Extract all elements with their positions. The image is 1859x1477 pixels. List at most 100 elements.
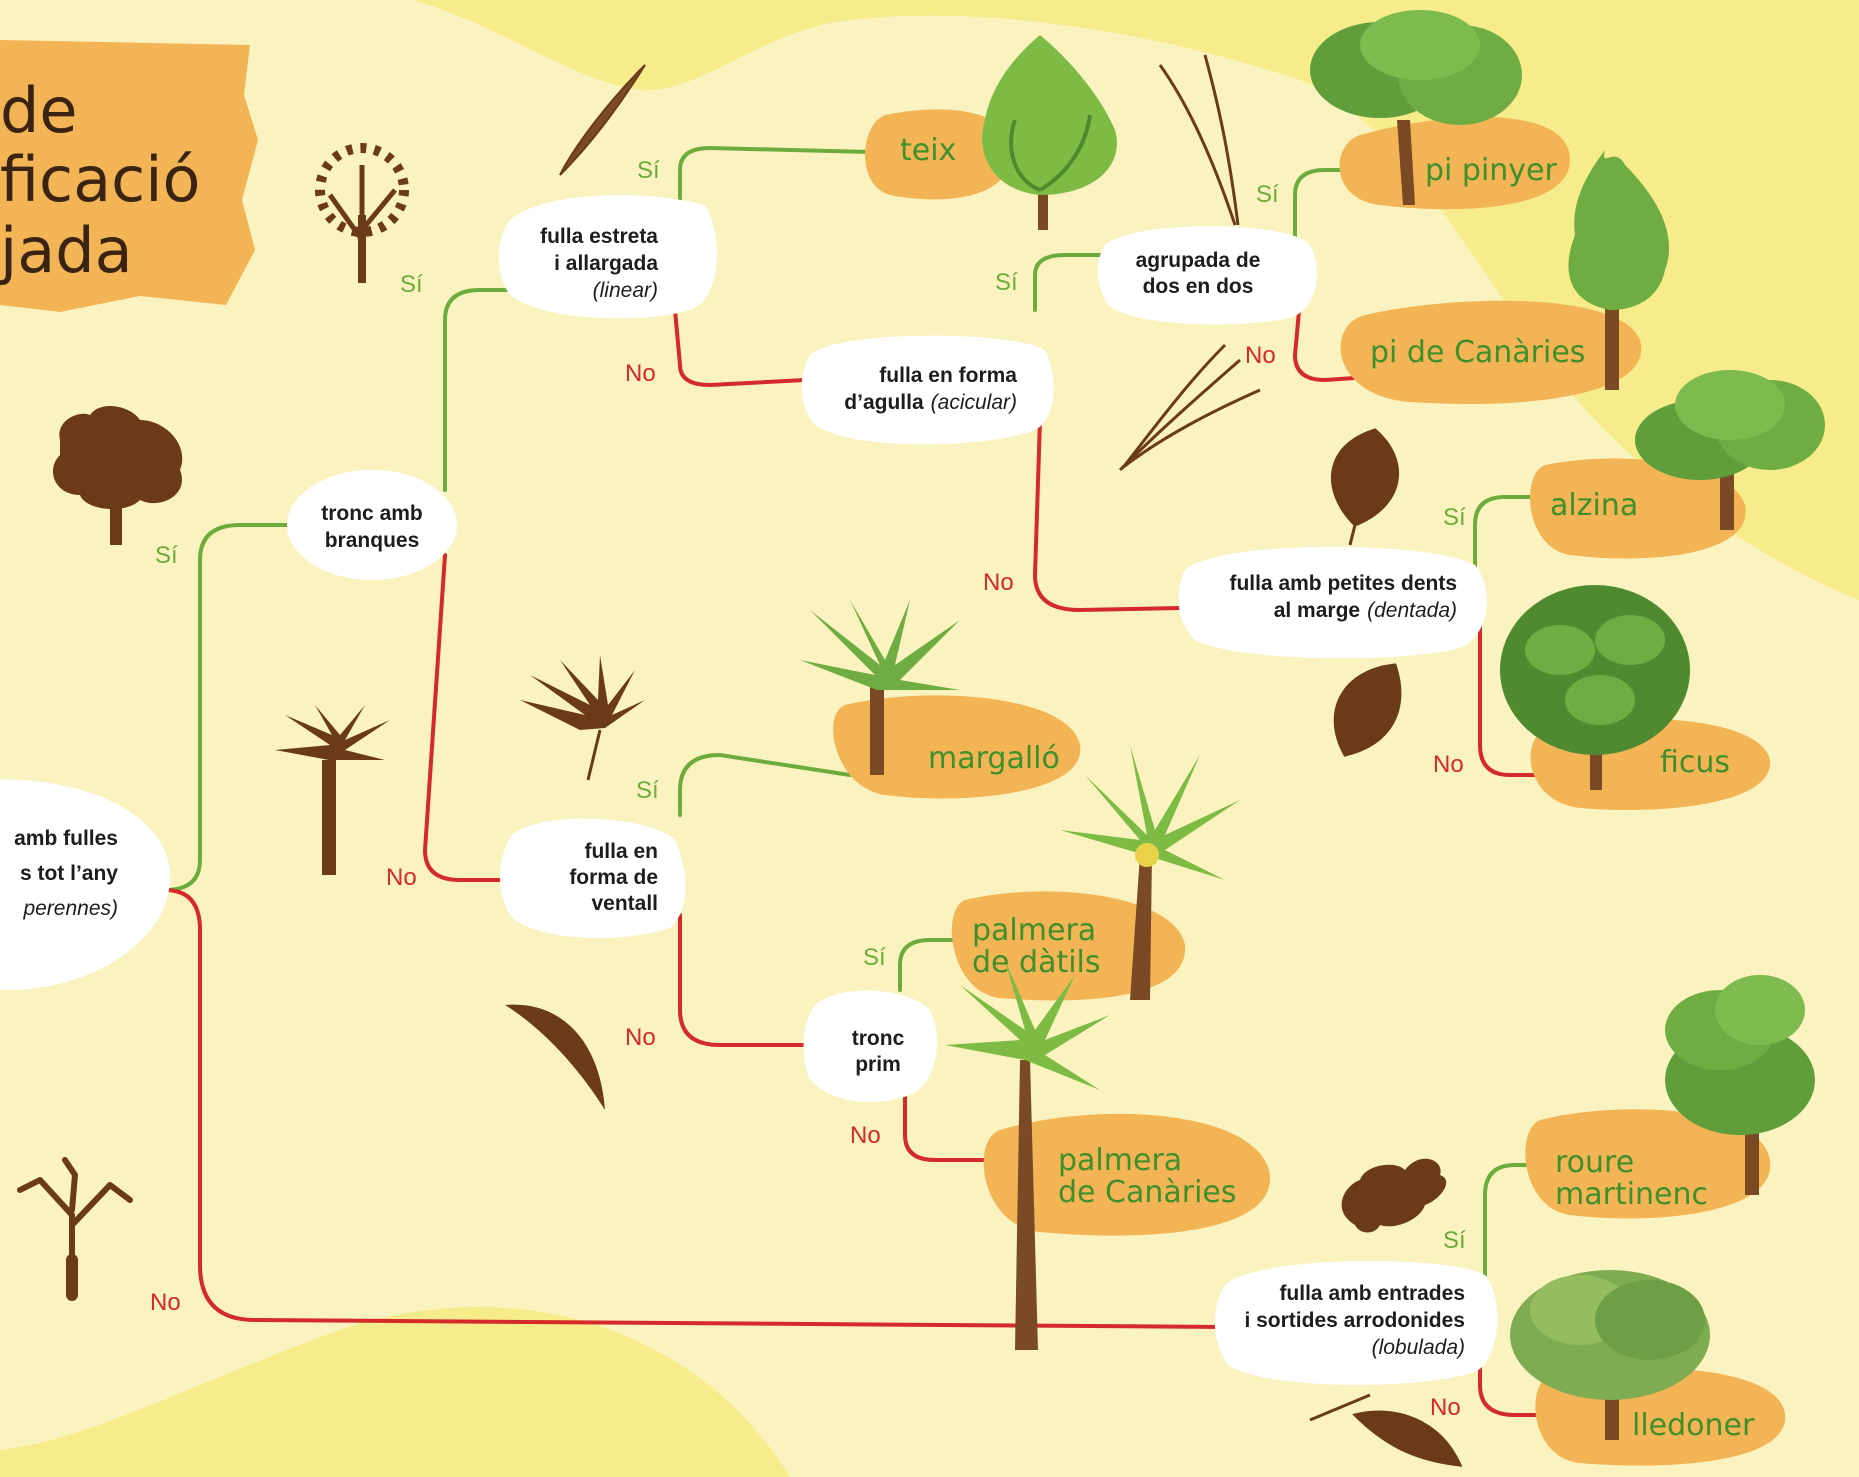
tree-name-palmera-canaries-1: palmera	[1058, 1143, 1182, 1178]
title-line-1: de	[0, 74, 78, 147]
no-line-dos	[1292, 298, 1357, 383]
question-linear-line-3: (linear)	[593, 279, 658, 302]
question-dos-line-2: dos en dos	[1143, 275, 1254, 298]
question-perennes: amb fulles s tot l’any perennes)	[0, 779, 171, 990]
tree-illustrations	[800, 10, 1825, 1440]
yes-line-prim	[898, 938, 962, 992]
label-no-dentada: No	[1433, 751, 1464, 778]
tree-name-roure-2: martinenc	[1555, 1177, 1708, 1212]
lledoner-tree	[1510, 1270, 1710, 1440]
label-yes-dos: Sí	[1256, 181, 1279, 208]
tree-names: teix pi pinyer pi de Canàries alzina fic…	[900, 133, 1755, 1443]
yes-line-acicular	[1033, 253, 1107, 312]
yes-line-ventall	[678, 752, 852, 817]
label-no-linear: No	[625, 360, 656, 387]
question-dentada-line-2: al marge (dentada)	[1274, 599, 1457, 622]
question-branques: tronc amb branques	[287, 470, 457, 580]
yes-line-linear	[678, 145, 872, 217]
entire-leaf-icon	[1333, 663, 1402, 757]
question-dentada: fulla amb petites dents al marge(dentada…	[1178, 546, 1487, 659]
lledoner-leaf-icon	[1309, 1393, 1463, 1467]
connectors	[163, 145, 1547, 1417]
no-line-prim	[903, 1083, 987, 1162]
lobed-leaf-icon	[1341, 1158, 1447, 1233]
question-perennes-line-1: amb fulles	[14, 827, 118, 850]
teix-tree	[982, 35, 1117, 230]
alzina-tree	[1635, 370, 1825, 530]
no-line-linear	[673, 308, 807, 388]
question-ventall: fulla en forma de ventall	[500, 818, 686, 938]
question-lobulada: fulla amb entrades i sortides arrodonide…	[1214, 1261, 1498, 1385]
question-ventall-line-1: fulla en	[584, 840, 658, 863]
question-linear-line-1: fulla estreta	[540, 225, 658, 248]
no-line-branques	[422, 553, 512, 882]
question-acicular-line-1: fulla en forma	[879, 364, 1017, 387]
label-yes-acicular: Sí	[995, 269, 1018, 296]
tree-name-teix: teix	[900, 133, 956, 168]
no-line-ventall	[678, 913, 812, 1047]
question-branques-line-1: tronc amb	[321, 502, 423, 525]
yes-line-perennes	[163, 523, 292, 892]
question-prim: tronc prim	[803, 990, 938, 1103]
tree-name-palmera-canaries-2: de Canàries	[1058, 1175, 1237, 1210]
label-no-ventall: No	[625, 1024, 656, 1051]
question-ventall-line-2: forma de	[569, 866, 658, 889]
blob-palmera-canaries	[983, 1113, 1271, 1236]
palm-silhouette	[275, 705, 390, 875]
question-dentada-bold: al marge	[1274, 599, 1360, 622]
question-lobulada-line-2: i sortides arrodonides	[1244, 1309, 1465, 1332]
tree-name-pi-pinyer: pi pinyer	[1425, 153, 1558, 188]
palmera-canaries-palm	[945, 960, 1110, 1350]
dentate-leaf-icon	[1331, 428, 1399, 546]
palmera-datils-palm	[1060, 745, 1240, 1000]
tree-name-lledoner: lledoner	[1632, 1408, 1755, 1443]
question-dos: agrupada de dos en dos	[1097, 226, 1318, 325]
yes-line-lobulada	[1483, 1163, 1542, 1277]
label-yes-ventall: Sí	[636, 777, 659, 804]
ficus-tree	[1500, 585, 1690, 790]
no-line-dentada	[1478, 623, 1537, 777]
tree-name-pi-canaries: pi de Canàries	[1370, 335, 1585, 370]
question-acicular-italic: (acicular)	[931, 391, 1017, 414]
deciduous-tree-silhouette	[315, 143, 409, 283]
margallo-palm	[800, 600, 960, 775]
label-yes-linear: Sí	[637, 157, 660, 184]
blob-pi-canaries	[1340, 300, 1642, 405]
label-no-prim: No	[850, 1122, 881, 1149]
question-lobulada-line-3: (lobulada)	[1372, 1336, 1465, 1359]
question-prim-line-2: prim	[855, 1053, 901, 1076]
no-line-perennes	[163, 888, 1227, 1329]
label-no-lobulada: No	[1430, 1394, 1461, 1421]
label-no-acicular: No	[983, 569, 1014, 596]
label-no-branques: No	[386, 864, 417, 891]
blob-pi-pinyer	[1339, 117, 1570, 210]
label-yes-lobulada: Sí	[1443, 1227, 1466, 1254]
blob-teix	[865, 109, 1012, 200]
title-line-3: jada	[0, 214, 133, 287]
illustrations	[17, 54, 1463, 1467]
title-banner: de ficació jada	[0, 40, 258, 312]
tree-name-margallo: margalló	[928, 741, 1060, 776]
question-linear: fulla estreta i allargada (linear)	[498, 195, 717, 319]
paired-needle-icon	[1118, 343, 1261, 472]
bare-tree-silhouette	[17, 1157, 133, 1301]
question-dentada-italic: (dentada)	[1367, 599, 1457, 622]
question-perennes-line-3: perennes)	[22, 897, 118, 920]
pi-pinyer-tree	[1310, 10, 1522, 205]
question-acicular-bold: d’agulla	[844, 391, 924, 414]
blob-roure	[1525, 1109, 1771, 1219]
linear-leaf-icon	[559, 64, 646, 176]
label-no-perennes: No	[150, 1289, 181, 1316]
question-lobulada-line-1: fulla amb entrades	[1279, 1282, 1465, 1305]
question-prim-line-1: tronc	[852, 1027, 905, 1050]
question-acicular-line-2: d’agulla (acicular)	[844, 391, 1017, 414]
label-yes-branques: Sí	[400, 271, 423, 298]
needle-leaf-icon	[1158, 54, 1240, 226]
question-branques-line-2: branques	[325, 529, 420, 552]
question-ventall-line-3: ventall	[591, 892, 658, 915]
question-linear-line-2: i allargada	[554, 252, 658, 275]
question-dos-line-1: agrupada de	[1136, 249, 1261, 272]
roure-tree	[1665, 975, 1815, 1195]
